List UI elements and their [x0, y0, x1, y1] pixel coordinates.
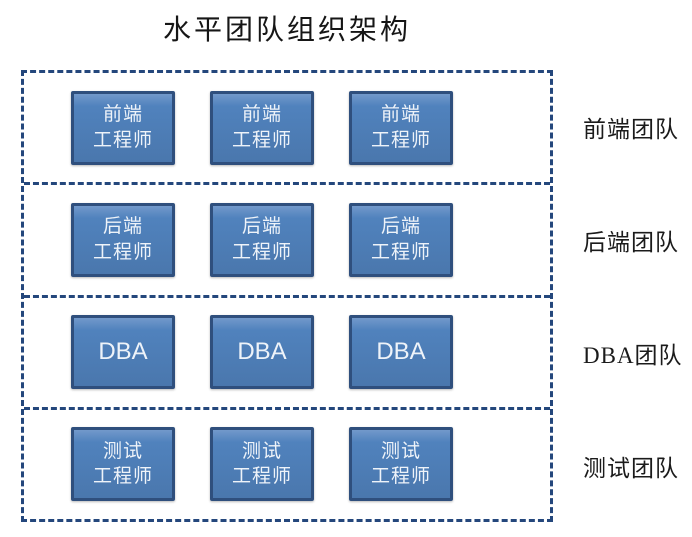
team-label: 后端团队 — [583, 229, 679, 255]
role-box-label: 后端 工程师 — [92, 216, 153, 263]
role-box-label: 测试 工程师 — [370, 440, 431, 488]
role-box: 后端 工程师 — [349, 202, 453, 277]
diagram-title: 水平团队组织架构 — [162, 15, 411, 46]
role-box-label: DBA — [98, 337, 148, 365]
team-row: DBA DBA DBA — [24, 294, 550, 407]
role-box: 后端 工程师 — [210, 202, 314, 277]
role-box-label: 测试 工程师 — [92, 440, 153, 488]
role-box: 前端 工程师 — [210, 90, 314, 165]
role-box: 测试 工程师 — [349, 427, 453, 502]
team-labels-column: 前端团队 后端团队 DBA团队 测试团队 — [578, 70, 690, 522]
team-label-row: DBA团队 — [578, 296, 690, 409]
role-box: 测试 工程师 — [210, 427, 314, 502]
team-label: DBA团队 — [583, 342, 683, 368]
team-row: 前端 工程师 前端 工程师 前端 工程师 — [24, 73, 550, 182]
role-box: DBA — [71, 315, 175, 390]
team-row: 后端 工程师 后端 工程师 后端 工程师 — [24, 182, 550, 294]
team-label-row: 前端团队 — [578, 70, 690, 183]
team-label-row: 测试团队 — [578, 409, 690, 522]
role-box-label: 前端 工程师 — [370, 103, 431, 151]
org-chart-container: 前端 工程师 前端 工程师 前端 工程师 后端 工程师 后端 工程师 后端 工程… — [21, 70, 553, 522]
role-box-label: 前端 工程师 — [92, 103, 153, 151]
team-label: 前端团队 — [583, 116, 679, 142]
role-box: 前端 工程师 — [71, 90, 175, 165]
role-box: 测试 工程师 — [71, 427, 175, 502]
role-box: 后端 工程师 — [71, 202, 175, 277]
role-box: 前端 工程师 — [349, 90, 453, 165]
role-box-label: 后端 工程师 — [231, 216, 292, 263]
role-box-label: 后端 工程师 — [370, 216, 431, 263]
role-box-label: DBA — [237, 337, 287, 365]
role-box: DBA — [210, 315, 314, 390]
role-box-label: 测试 工程师 — [231, 440, 292, 488]
role-box-label: DBA — [376, 337, 426, 365]
team-label: 测试团队 — [583, 455, 679, 481]
team-row: 测试 工程师 测试 工程师 测试 工程师 — [24, 406, 550, 519]
team-label-row: 后端团队 — [578, 183, 690, 296]
role-box-label: 前端 工程师 — [231, 103, 292, 151]
role-box: DBA — [349, 315, 453, 390]
